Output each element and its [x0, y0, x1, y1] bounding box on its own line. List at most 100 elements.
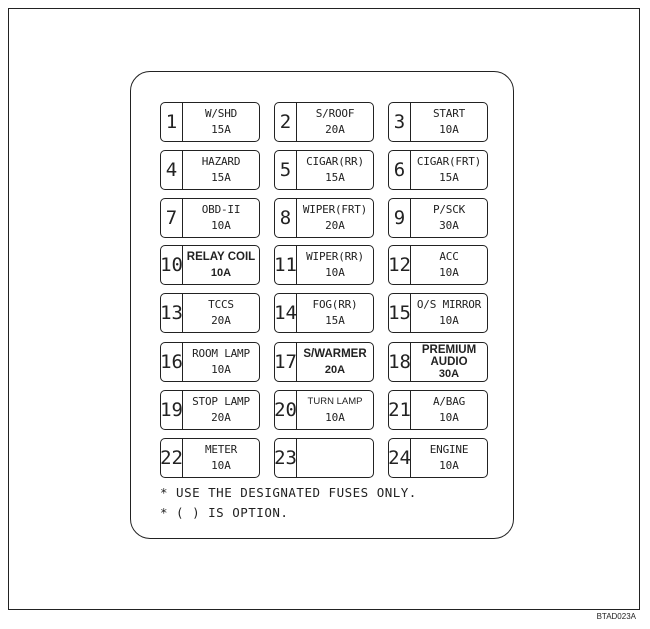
fuse-label: HAZARD 15A	[183, 151, 259, 189]
fuse-name: ACC	[439, 250, 459, 263]
fuse-number: 15	[388, 294, 411, 332]
fuse-label: FOG(RR) 15A	[297, 294, 373, 332]
fuse-amperage: 10A	[439, 314, 459, 327]
fuse-amperage: 10A	[210, 267, 232, 279]
fuse-number: 5	[275, 151, 297, 189]
note-designated-fuses: * USE THE DESIGNATED FUSES ONLY.	[160, 485, 417, 500]
fuse-label: METER 10A	[183, 439, 259, 477]
fuse-5: 5 CIGAR(RR) 15A	[274, 150, 374, 190]
fuse-name: RELAY COIL	[186, 251, 256, 263]
fuse-amperage: 10A	[439, 266, 459, 279]
fuse-15: 15 O/S MIRROR 10A	[388, 293, 488, 333]
fuse-label: WIPER(RR)10A	[297, 246, 373, 284]
fuse-number: 16	[160, 343, 183, 381]
fuse-amperage: 15A	[439, 171, 459, 184]
fuse-22: 22 METER 10A	[160, 438, 260, 478]
fuse-amperage: 10A	[439, 411, 459, 424]
fuse-label: ROOM LAMP 10A	[183, 343, 259, 381]
fuse-name: TCCS	[208, 298, 234, 311]
fuse-amperage: 15A	[325, 314, 345, 327]
fuse-number: 11	[274, 246, 297, 284]
fuse-amperage: 10A	[325, 266, 345, 279]
fuse-name: A/BAG	[432, 395, 466, 408]
fuse-name: FOG(RR)	[312, 298, 358, 311]
fuse-13: 13 TCCS 20A	[160, 293, 260, 333]
fuse-label: TCCS 20A	[183, 294, 259, 332]
fuse-name: ROOM LAMP	[192, 347, 250, 360]
fuse-name: METER	[204, 443, 238, 456]
fuse-number: 8	[275, 199, 297, 237]
fuse-label: CIGAR(RR) 15A	[297, 151, 373, 189]
fuse-name: TURN LAMP	[307, 396, 363, 407]
fuse-label: START 10A	[411, 103, 487, 141]
fuse-label: CIGAR(FRT) 15A	[411, 151, 487, 189]
fuse-number: 23	[274, 439, 297, 477]
fuse-amperage: 10A	[325, 411, 345, 424]
fuse-number: 1	[161, 103, 183, 141]
fuse-23: 23	[274, 438, 374, 478]
fuse-amperage: 10A	[211, 219, 231, 232]
fuse-amperage: 10A	[211, 363, 231, 376]
fuse-name: PREMIUM AUDIO	[421, 344, 477, 368]
fuse-label: STOP LAMP 20A	[183, 391, 259, 429]
fuse-number: 24	[388, 439, 411, 477]
fuse-label: TURN LAMP 10A	[297, 391, 373, 429]
fuse-name: S/ROOF	[315, 107, 355, 120]
fuse-label: P/SCK 30A	[411, 199, 487, 237]
fuse-24: 24 ENGINE 10A	[388, 438, 488, 478]
fuse-amperage: 20A	[211, 314, 231, 327]
fuse-number: 10	[160, 246, 183, 284]
fuse-amperage: 10A	[439, 459, 459, 472]
fuse-amperage: 20A	[324, 364, 346, 376]
fuse-amperage: 30A	[439, 219, 459, 232]
note-option: * ( ) IS OPTION.	[160, 505, 289, 520]
fuse-name: HAZARD	[201, 155, 241, 168]
fuse-name: ENGINE	[429, 443, 469, 456]
fuse-16: 16 ROOM LAMP 10A	[160, 342, 260, 382]
fuse-12: 12 ACC 10A	[388, 245, 488, 285]
fuse-amperage: 10A	[439, 123, 459, 136]
fuse-amperage: 15A	[211, 171, 231, 184]
fuse-number: 13	[160, 294, 183, 332]
fuse-name: CIGAR(RR)	[306, 155, 364, 168]
fuse-number: 12	[388, 246, 411, 284]
fuse-number: 3	[389, 103, 411, 141]
fuse-number: 14	[274, 294, 297, 332]
fuse-amperage: 30A	[438, 368, 460, 380]
fuse-2: 2 S/ROOF 20A	[274, 102, 374, 142]
figure-code: BTAD023A	[596, 612, 636, 621]
fuse-number: 22	[160, 439, 183, 477]
fuse-19: 19 STOP LAMP 20A	[160, 390, 260, 430]
figure-frame	[8, 8, 640, 610]
fuse-amperage: 10A	[211, 459, 231, 472]
fuse-number: 6	[389, 151, 411, 189]
fuse-amperage: 20A	[211, 411, 231, 424]
fuse-number: 18	[388, 343, 411, 381]
fuse-name: P/SCK	[432, 203, 466, 216]
fuse-number: 19	[160, 391, 183, 429]
fuse-amperage: 15A	[325, 171, 345, 184]
fuse-name: START	[432, 107, 466, 120]
fuse-label: WIPER(FRT)20A	[297, 199, 373, 237]
fuse-amperage: 20A	[325, 123, 345, 136]
fuse-number: 2	[275, 103, 297, 141]
fuse-name: O/S MIRROR	[416, 298, 482, 311]
fuse-amperage: 20A	[325, 219, 345, 232]
fuse-label: A/BAG 10A	[411, 391, 487, 429]
fuse-label: O/S MIRROR 10A	[411, 294, 487, 332]
fuse-name: STOP LAMP	[192, 395, 250, 408]
fuse-name: W/SHD	[204, 107, 238, 120]
fuse-name: CIGAR(FRT)	[416, 155, 482, 168]
